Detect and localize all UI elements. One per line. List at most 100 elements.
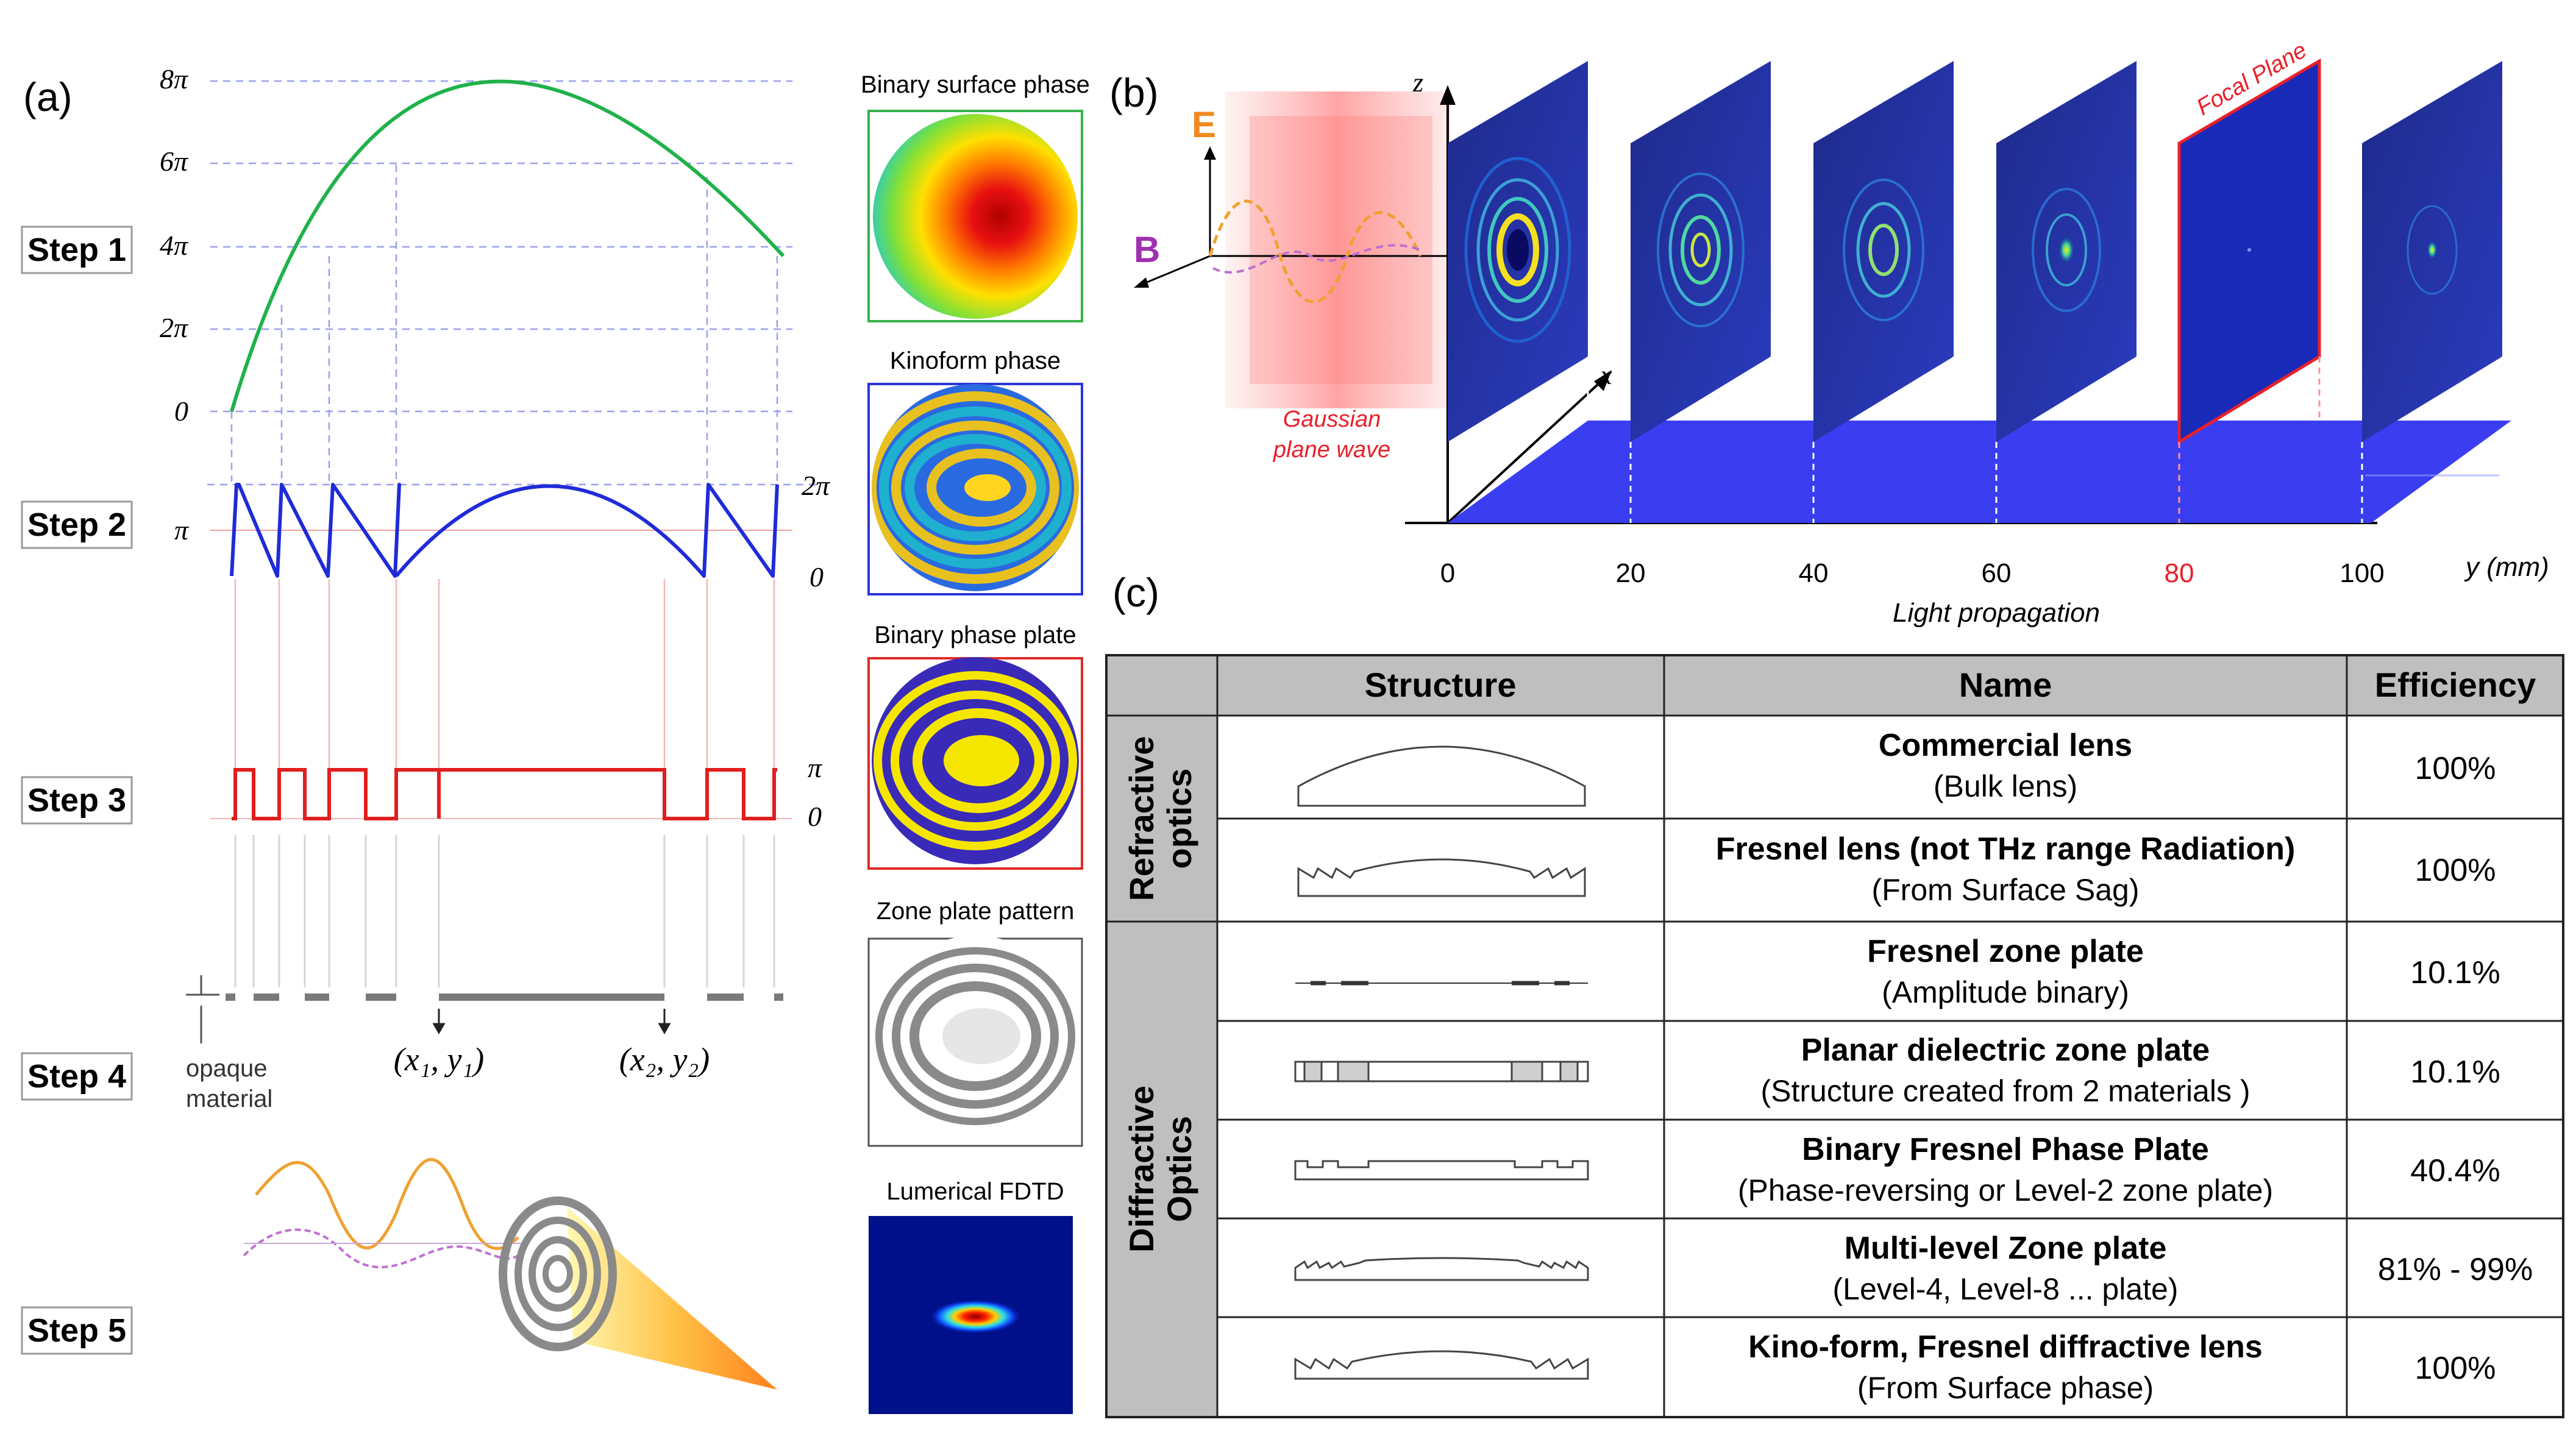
step1-phase-curve <box>230 79 785 412</box>
step-4-label: Step 4 <box>27 1058 126 1095</box>
row-0-eff: 100% <box>2415 751 2496 786</box>
step3-tick-0: 0 <box>808 801 822 832</box>
step5-focus-cone <box>567 1207 777 1390</box>
zone-pattern-title: Zone plate pattern <box>877 898 1075 925</box>
panel-a-label: (a) <box>23 74 73 119</box>
row-0-structure <box>1297 745 1586 807</box>
step2-tick-2pi: 2π <box>802 470 831 501</box>
binary-plate-map <box>872 657 1079 864</box>
header-name: Name <box>1959 666 2052 704</box>
beam-planes <box>1448 58 2502 445</box>
y-ticks: 0 20 40 60 80 100 <box>1440 558 2385 588</box>
light-propagation-label: Light propagation <box>1893 598 2100 628</box>
step2-tick-0: 0 <box>809 561 824 592</box>
header-structure: Structure <box>1365 666 1517 704</box>
propagation-floor <box>1448 421 2511 523</box>
row-4-sub: (Phase-reversing or Level-2 zone plate) <box>1738 1173 2273 1207</box>
x-axis-label: x <box>1599 360 1612 390</box>
step-2-label: Step 2 <box>27 507 126 543</box>
row-6-name: Kino-form, Fresnel diffractive lens <box>1748 1329 2263 1365</box>
step1-guides <box>207 80 817 486</box>
row-5-name: Multi-level Zone plate <box>1845 1231 2167 1266</box>
phase-column: Binary surface phase Kinoform phase Bina… <box>861 71 1090 1414</box>
y-tick-80: 80 <box>2165 558 2194 588</box>
row-6-eff: 100% <box>2415 1351 2496 1386</box>
binary-plate-title: Binary phase plate <box>874 622 1076 649</box>
row-1-name: Fresnel lens (not THz range Radiation) <box>1716 831 2296 867</box>
table-row: Binary Fresnel Phase Plate (Phase-revers… <box>1294 1132 2500 1207</box>
group-diffractive-line1: Diffractive <box>1122 1086 1161 1253</box>
row-1-eff: 100% <box>2415 853 2496 888</box>
table-row: Planar dielectric zone plate (Structure … <box>1294 1033 2500 1108</box>
row-2-name: Fresnel zone plate <box>1867 934 2144 969</box>
group-refractive-line1: Refractive <box>1122 736 1161 901</box>
step3-tick-pi: π <box>808 752 823 783</box>
group-refractive: Refractive optics <box>1122 736 1198 901</box>
step-1-label: Step 1 <box>27 232 126 268</box>
step3-axis: π 0 <box>808 752 823 832</box>
row-6-sub: (From Surface phase) <box>1857 1371 2154 1405</box>
kinoform-map <box>872 384 1079 591</box>
y-axis-label: y (mm) <box>2464 552 2549 582</box>
row-4-eff: 40.4% <box>2410 1153 2500 1189</box>
gaussian-beam <box>1225 91 1451 408</box>
step-labels: Step 1 Step 2 Step 3 Step 4 Step 5 <box>21 226 133 1355</box>
panel-c-label: (c) <box>1112 570 1159 615</box>
row-0-sub: (Bulk lens) <box>1934 769 2077 803</box>
binary-surface-map <box>873 114 1078 319</box>
row-6-structure <box>1294 1350 1589 1380</box>
z-axis-label: z <box>1412 68 1423 98</box>
row-2-eff: 10.1% <box>2410 955 2500 990</box>
header-efficiency: Efficiency <box>2375 666 2536 704</box>
table-row: Kino-form, Fresnel diffractive lens (Fro… <box>1294 1329 2496 1405</box>
group-diffractive-line2: Optics <box>1160 1116 1198 1222</box>
tick-0: 0 <box>174 396 188 427</box>
step5-zone-plate <box>499 1196 617 1351</box>
fdtd-title: Lumerical FDTD <box>886 1178 1064 1205</box>
step1-axis: 8π 6π 4π 2π 0 <box>160 63 189 427</box>
plane-40 <box>1813 61 1954 442</box>
plane-60 <box>1996 61 2137 442</box>
gaussian-label-1: Gaussian <box>1283 407 1381 432</box>
row-1-structure <box>1297 858 1586 897</box>
b-field-label: B <box>1134 229 1160 270</box>
y-tick-100: 100 <box>2339 558 2384 588</box>
y-tick-60: 60 <box>1982 558 2012 588</box>
table-header-bg <box>1108 656 2562 716</box>
group-refractive-line2: optics <box>1160 769 1198 869</box>
kinoform-title: Kinoform phase <box>890 347 1061 374</box>
zone-boundaries <box>234 579 775 774</box>
row-3-name: Planar dielectric zone plate <box>1801 1033 2210 1068</box>
row-4-name: Binary Fresnel Phase Plate <box>1802 1132 2209 1167</box>
table-row: Commercial lens (Bulk lens) 100% <box>1297 728 2496 807</box>
coord-x2y2: (x₂, y₂) <box>619 1041 710 1078</box>
group-diffractive: Diffractive Optics <box>1122 1086 1198 1253</box>
row-4-structure <box>1294 1160 1589 1181</box>
step-5-label: Step 5 <box>27 1312 126 1349</box>
row-0-name: Commercial lens <box>1879 728 2132 763</box>
panel-b-label: (b) <box>1109 70 1159 115</box>
table-row: Fresnel zone plate (Amplitude binary) 10… <box>1295 934 2500 1009</box>
table-row: Fresnel lens (not THz range Radiation) (… <box>1297 831 2496 907</box>
step3-binary-phase <box>232 768 777 820</box>
step2-axis: 2π π 0 <box>174 470 831 592</box>
opaque-label-line2: material <box>186 1086 272 1112</box>
fdtd-focal-spot <box>930 1299 1021 1334</box>
tick-2pi: 2π <box>160 312 189 343</box>
row-3-eff: 10.1% <box>2410 1054 2500 1090</box>
coord-x1y1: (x₁, y₁) <box>394 1041 484 1078</box>
plane-0 <box>1448 61 1588 442</box>
group-col-bg <box>1108 716 1217 1416</box>
step2-tick-pi: π <box>174 514 190 546</box>
y-tick-40: 40 <box>1799 558 1829 588</box>
em-wave-b <box>1134 146 1451 304</box>
table-row: Multi-level Zone plate (Level-4, Level-8… <box>1294 1231 2533 1306</box>
step5-e-wave <box>255 1157 519 1250</box>
binary-surface-title: Binary surface phase <box>861 71 1090 98</box>
row-3-sub: (Structure created from 2 materials ) <box>1760 1074 2250 1108</box>
zone-pattern-map <box>875 936 1076 1137</box>
row-2-sub: (Amplitude binary) <box>1882 975 2129 1009</box>
plane-dropdowns <box>1587 357 2503 523</box>
row-5-eff: 81% - 99% <box>2378 1252 2533 1287</box>
